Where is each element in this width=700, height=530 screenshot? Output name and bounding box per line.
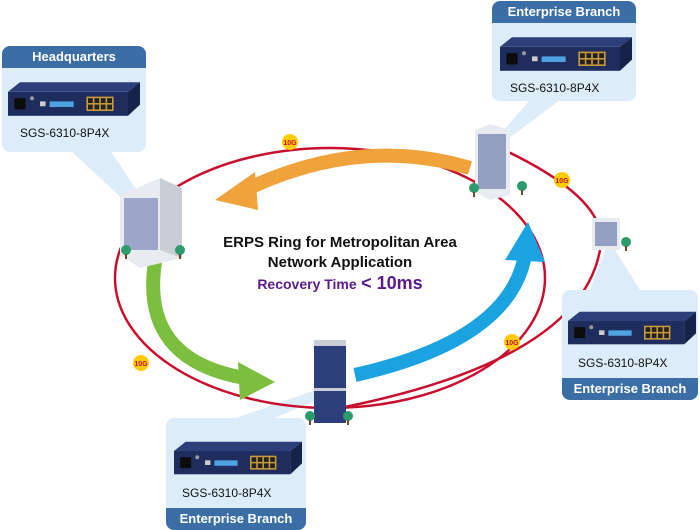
switch-icon [568,311,696,345]
svg-text:10G: 10G [134,361,148,368]
switch-icon [500,37,632,71]
branch-bottom-callout-pointer [230,385,340,420]
svg-text:10G: 10G [505,340,519,347]
recovery-time: Recovery Time < 10ms [257,273,423,293]
orange-arrow [241,148,473,197]
branch-bottom-building-icon [305,340,353,425]
branch-right-callout-pointer [590,250,640,290]
blue-arrowhead [505,222,545,262]
link-badge-right: 10G [554,172,570,188]
branch-right-building-icon [592,218,631,251]
diagram-caption: ERPS Ring for Metropolitan Area Network … [195,233,485,294]
green-arrowhead [238,362,275,400]
link-badge-top: 10G [282,134,298,150]
site-card-branch-top: Enterprise Branch SGS-6310-8P4X [492,1,636,101]
site-card-branch-right: SGS-6310-8P4X Enterprise Branch [562,290,698,400]
link-badge-lower-right: 10G [504,334,520,350]
site-name: Headquarters [2,46,146,68]
ring-outer-right [499,146,602,231]
green-arrow [146,260,247,385]
svg-text:10G: 10G [555,178,569,185]
switch-icon [174,441,302,475]
switch-icon [8,82,140,116]
switch-model: SGS-6310-8P4X [20,126,110,140]
site-name: Enterprise Branch [562,378,698,400]
site-card-branch-bottom: SGS-6310-8P4X Enterprise Branch [166,418,306,530]
switch-model: SGS-6310-8P4X [578,356,668,370]
ring-outer-right-lower [339,249,602,410]
branch-top-building-icon [469,124,527,200]
link-badge-left: 10G [133,355,149,371]
orange-arrowhead [215,172,258,210]
site-card-headquarters: Headquarters SGS-6310-8P4X [2,46,146,152]
switch-model: SGS-6310-8P4X [510,81,600,95]
hq-building-icon [120,178,185,268]
site-name: Enterprise Branch [166,508,306,530]
switch-model: SGS-6310-8P4X [182,486,272,500]
branch-top-callout-pointer [495,100,560,145]
recovery-label: Recovery Time [257,276,357,292]
diagram-title: ERPS Ring for Metropolitan Area [223,234,457,251]
svg-text:10G: 10G [283,140,297,147]
blue-arrow [353,253,532,382]
site-name: Enterprise Branch [492,1,636,23]
diagram-subtitle: Network Application [267,254,413,271]
recovery-value: < 10ms [361,273,423,293]
